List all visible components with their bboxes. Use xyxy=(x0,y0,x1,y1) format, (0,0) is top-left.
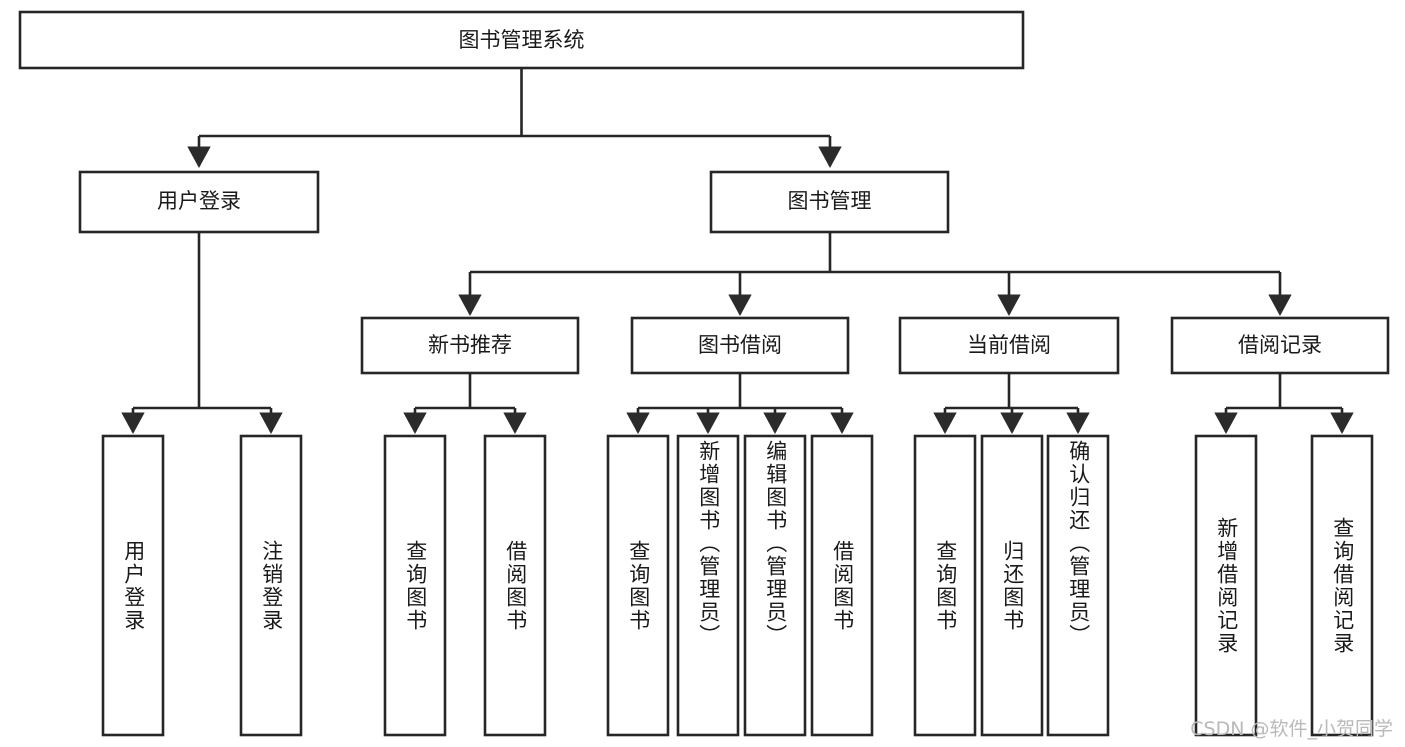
node-user-login[interactable]: 用户登录 xyxy=(78,170,320,234)
node-user-login-label: 用户登录 xyxy=(157,189,241,213)
node-root[interactable]: 图书管理系统 xyxy=(18,10,1025,70)
leaf-box-layer xyxy=(101,434,1374,737)
node-book-borrow-box xyxy=(630,316,850,375)
leaf-logout-box[interactable] xyxy=(239,434,303,737)
leaf-edit-book-box[interactable] xyxy=(743,434,807,737)
node-new-book-recommend[interactable]: 新书推荐 xyxy=(360,316,580,375)
node-new-book-recommend-label: 新书推荐 xyxy=(428,333,512,357)
leaf-add-book-box[interactable] xyxy=(676,434,740,737)
node-book-borrow[interactable]: 图书借阅 xyxy=(630,316,850,375)
leaf-confirm-return-box[interactable] xyxy=(1046,434,1110,737)
leaf-borrow-book-box[interactable] xyxy=(810,434,874,737)
node-current-borrow-box xyxy=(898,316,1120,375)
leaf-user-login-box[interactable] xyxy=(101,434,165,737)
node-borrow-record-label: 借阅记录 xyxy=(1238,333,1322,357)
node-root-label: 图书管理系统 xyxy=(459,28,585,52)
node-user-login-box xyxy=(78,170,320,234)
leaf-borrow-book-recommend-box[interactable] xyxy=(483,434,547,737)
node-book-manage-label: 图书管理 xyxy=(788,189,872,213)
leaf-query-book-current-box[interactable] xyxy=(913,434,977,737)
node-book-manage-box xyxy=(709,170,950,234)
connector-layer xyxy=(121,68,1354,434)
node-borrow-record-box xyxy=(1170,316,1390,375)
node-current-borrow[interactable]: 当前借阅 xyxy=(898,316,1120,375)
leaf-return-book-box[interactable] xyxy=(980,434,1044,737)
leaf-query-borrow-record-box[interactable] xyxy=(1310,434,1374,737)
leaf-query-book-recommend-box[interactable] xyxy=(383,434,447,737)
node-book-borrow-label: 图书借阅 xyxy=(698,333,782,357)
leaf-query-book-borrow-box[interactable] xyxy=(606,434,670,737)
node-borrow-record[interactable]: 借阅记录 xyxy=(1170,316,1390,375)
node-current-borrow-label: 当前借阅 xyxy=(967,333,1051,357)
node-book-manage[interactable]: 图书管理 xyxy=(709,170,950,234)
node-new-book-recommend-box xyxy=(360,316,580,375)
leaf-add-borrow-record-box[interactable] xyxy=(1194,434,1258,737)
node-root-box xyxy=(18,10,1025,70)
